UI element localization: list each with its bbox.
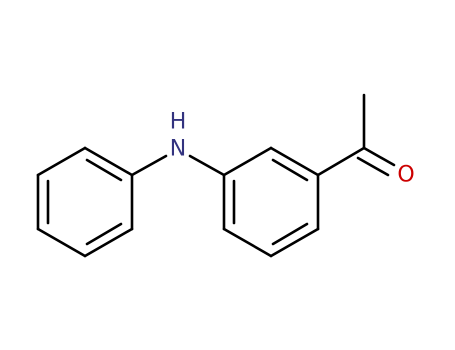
amine-linkage	[130, 154, 226, 177]
bond	[222, 146, 273, 177]
bond	[269, 227, 320, 258]
nitrogen-label: N	[170, 137, 186, 162]
bond	[83, 146, 134, 177]
bond	[316, 146, 366, 177]
bond	[188, 154, 226, 177]
bond	[269, 146, 320, 177]
phenyl-ring-right	[222, 146, 320, 258]
bond-carbonyl-second	[356, 156, 390, 177]
bond	[36, 227, 87, 258]
acetyl-group	[316, 93, 396, 177]
bond	[83, 227, 134, 258]
bond-double-inner	[85, 158, 123, 182]
oxygen-label: O	[397, 163, 414, 188]
bond-double-inner	[271, 222, 309, 246]
bond	[36, 146, 87, 177]
bond-double-inner	[271, 158, 309, 182]
bond-carbonyl	[362, 146, 396, 167]
bond-double-inner	[85, 222, 123, 246]
bond	[130, 154, 168, 177]
bond	[222, 227, 273, 258]
phenyl-ring-left	[36, 146, 134, 258]
hydrogen-label: H	[170, 110, 187, 135]
